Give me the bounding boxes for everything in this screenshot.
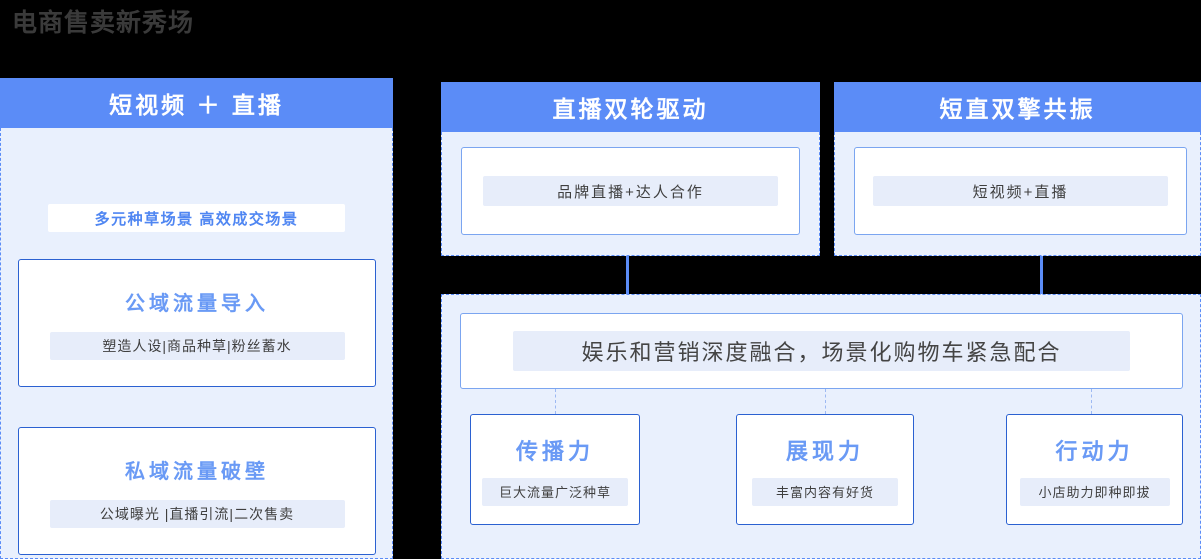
connector-banner-to-display: [825, 389, 826, 414]
card-short-live-resonance-sub: 短视频+直播: [873, 176, 1168, 206]
connector-middle-to-bottom: [626, 256, 629, 294]
card-public-traffic-title: 公域流量导入: [125, 292, 269, 315]
panel-right-body: 短视频+直播: [834, 132, 1201, 256]
panel-bottom: 娱乐和营销深度融合，场景化购物车紧急配合 传播力 巨大流量广泛种草 展现力 丰富…: [441, 294, 1201, 559]
card-fusion-banner-text: 娱乐和营销深度融合，场景化购物车紧急配合: [513, 331, 1130, 371]
card-private-traffic-title: 私域流量破壁: [125, 460, 269, 483]
connector-banner-to-action: [1091, 389, 1092, 414]
card-spread-power-sub: 巨大流量广泛种草: [482, 477, 628, 506]
panel-right: 短直双擎共振 短视频+直播: [834, 82, 1201, 256]
card-display-power[interactable]: 展现力 丰富内容有好货: [736, 414, 914, 525]
card-spread-power-title: 传播力: [515, 438, 594, 464]
panel-middle-body: 品牌直播+达人合作: [441, 132, 820, 256]
card-short-live-resonance[interactable]: 短视频+直播: [854, 147, 1187, 235]
card-live-dual-drive[interactable]: 品牌直播+达人合作: [461, 147, 800, 235]
card-action-power[interactable]: 行动力 小店助力即种即拔: [1006, 414, 1183, 525]
panel-left-body: 多元种草场景 高效成交场景 公域流量导入 塑造人设|商品种草|粉丝蓄水 私域流量…: [0, 128, 393, 559]
card-display-power-sub: 丰富内容有好货: [752, 477, 898, 506]
card-private-traffic-sub: 公域曝光 |直播引流|二次售卖: [49, 499, 345, 528]
card-public-traffic-sub: 塑造人设|商品种草|粉丝蓄水: [49, 331, 345, 360]
panel-right-header: 短直双擎共振: [834, 82, 1201, 132]
connector-banner-to-spread: [555, 389, 556, 414]
panel-middle-header: 直播双轮驱动: [441, 82, 820, 132]
panel-bottom-body: 娱乐和营销深度融合，场景化购物车紧急配合 传播力 巨大流量广泛种草 展现力 丰富…: [441, 294, 1201, 559]
connector-right-to-bottom: [1040, 256, 1043, 294]
card-private-traffic[interactable]: 私域流量破壁 公域曝光 |直播引流|二次售卖: [18, 427, 376, 555]
card-public-traffic[interactable]: 公域流量导入 塑造人设|商品种草|粉丝蓄水: [18, 259, 376, 387]
panel-middle: 直播双轮驱动 品牌直播+达人合作: [441, 82, 820, 256]
card-live-dual-drive-sub: 品牌直播+达人合作: [483, 176, 778, 206]
panel-left: 短视频 ＋ 直播 多元种草场景 高效成交场景 公域流量导入 塑造人设|商品种草|…: [0, 78, 393, 559]
left-scene-pill: 多元种草场景 高效成交场景: [48, 204, 345, 232]
card-action-power-sub: 小店助力即种即拔: [1019, 477, 1170, 506]
card-action-power-title: 行动力: [1055, 438, 1134, 464]
card-spread-power[interactable]: 传播力 巨大流量广泛种草: [470, 414, 640, 525]
card-fusion-banner[interactable]: 娱乐和营销深度融合，场景化购物车紧急配合: [460, 313, 1183, 389]
panel-left-header: 短视频 ＋ 直播: [0, 78, 393, 128]
card-display-power-title: 展现力: [785, 438, 864, 464]
page-title: 电商售卖新秀场: [12, 9, 195, 37]
